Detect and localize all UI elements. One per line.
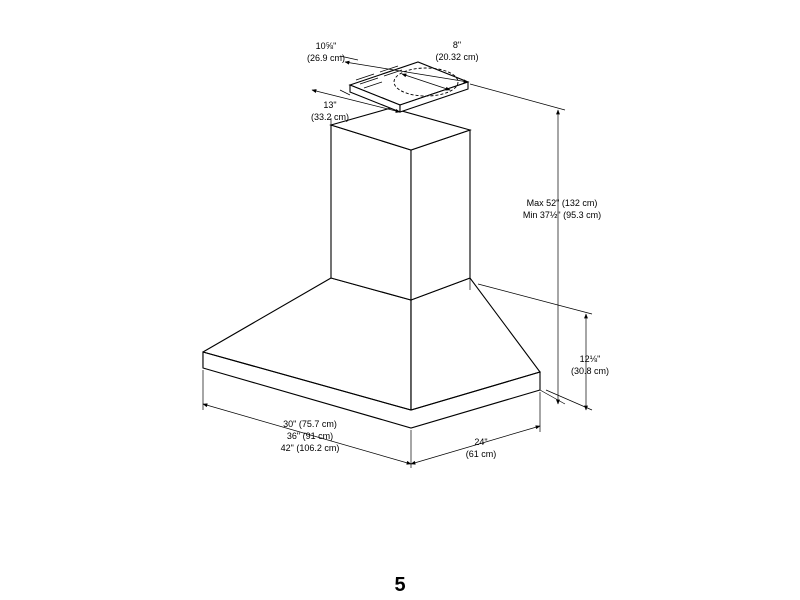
duct-diameter-imperial: 8" (453, 40, 461, 50)
duct-width-imperial: 13" (323, 100, 336, 110)
duct-diameter-metric: (20.32 cm) (435, 52, 478, 62)
hood-canopy (202, 277, 541, 429)
dimension-duct-width: 13" (33.2 cm) (311, 89, 401, 122)
chimney-cover (329, 107, 472, 301)
dimension-height-range: Max 52" (132 cm) Min 37½" (95.3 cm) (469, 83, 601, 405)
hood-height-imperial: 12⅛" (580, 354, 601, 364)
hood-height-metric: (30.8 cm) (571, 366, 609, 376)
duct-collar (348, 61, 470, 113)
duct-depth-imperial: 10⅝" (316, 41, 337, 51)
width-option-36: 36" (91 cm) (287, 431, 333, 441)
height-min: Min 37½" (95.3 cm) (523, 210, 601, 220)
width-option-30: 30" (75.7 cm) (283, 419, 337, 429)
dimension-depth: 24" (61 cm) (410, 392, 541, 465)
width-option-42: 42" (106.2 cm) (281, 443, 340, 453)
duct-width-metric: (33.2 cm) (311, 112, 349, 122)
page-number: 5 (394, 574, 406, 596)
depth-imperial: 24" (474, 437, 487, 447)
dimension-hood-height: 12⅛" (30.8 cm) (477, 283, 609, 411)
height-max: Max 52" (132 cm) (527, 198, 598, 208)
depth-metric: (61 cm) (466, 449, 497, 459)
duct-depth-metric: (26.9 cm) (307, 53, 345, 63)
dimension-duct-diameter: 8" (20.32 cm) (401, 40, 479, 91)
